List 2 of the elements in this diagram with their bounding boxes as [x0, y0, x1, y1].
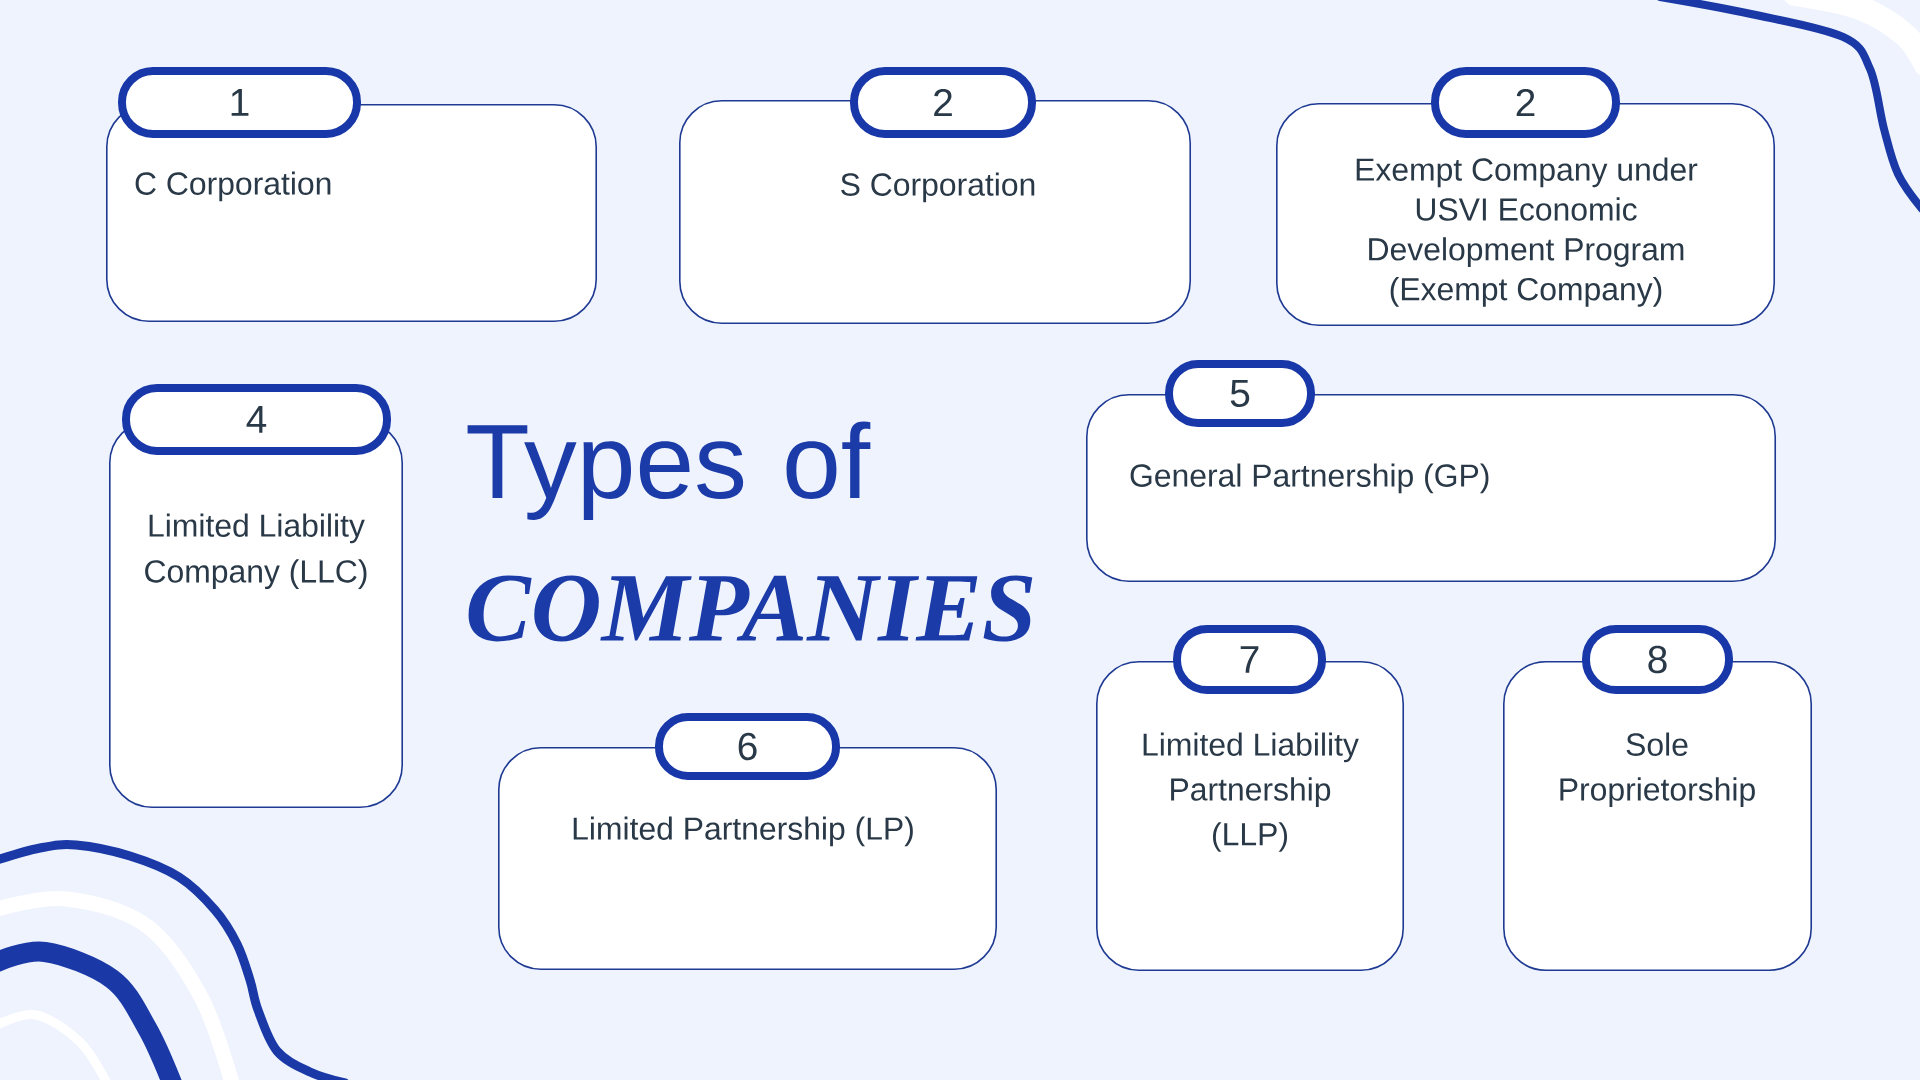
title: Types of COMPANIES — [467, 421, 1033, 642]
number-badge: 2 — [850, 67, 1036, 138]
